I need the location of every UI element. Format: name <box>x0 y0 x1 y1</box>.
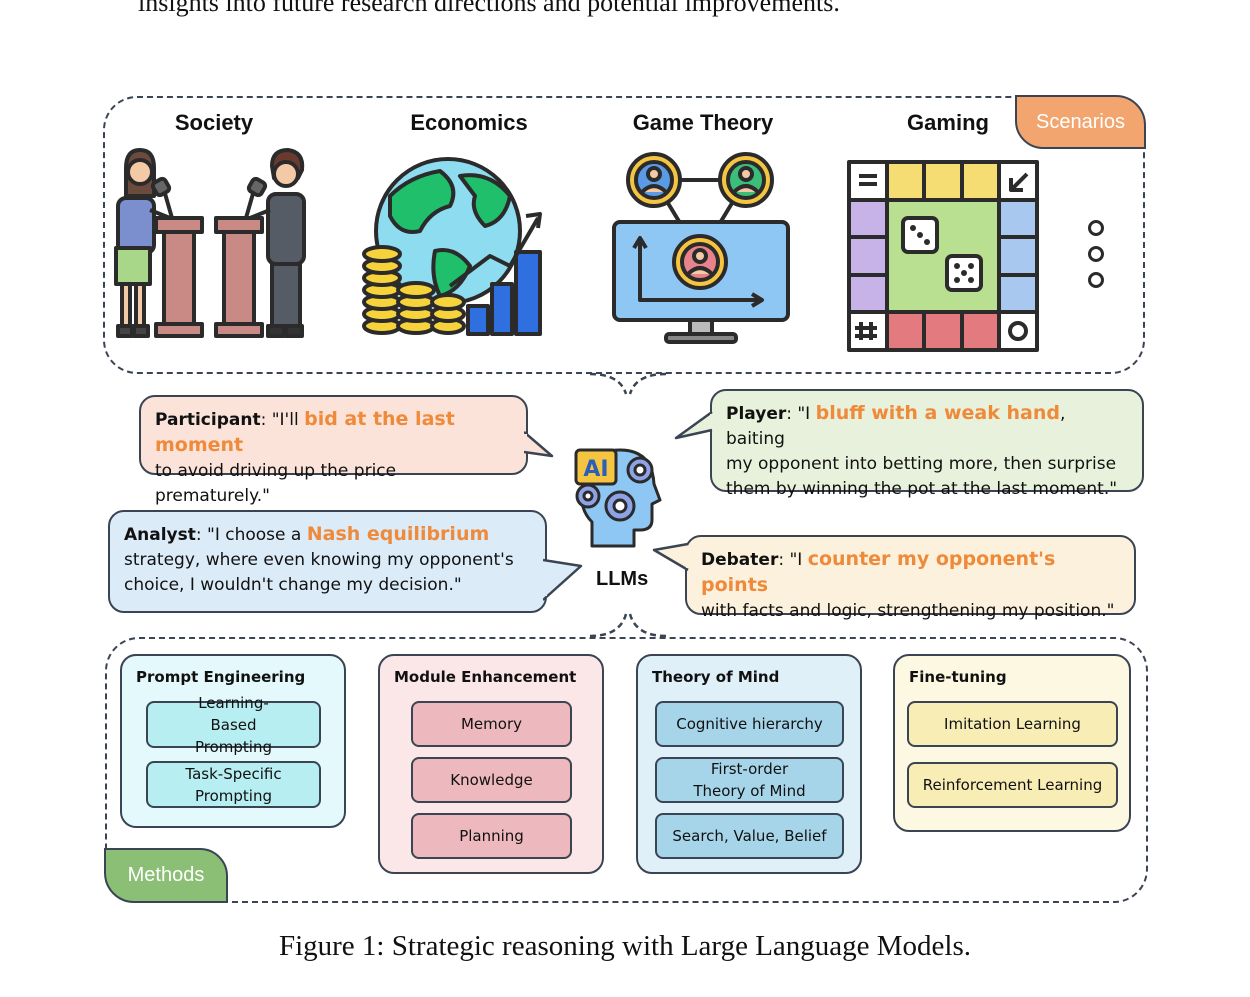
debater-bubble: Debater: "I counter my opponent's points… <box>685 535 1136 621</box>
method-title: Fine-tuning <box>909 668 1007 686</box>
method-item: Planning <box>411 813 572 859</box>
method-item: Search, Value, Belief <box>655 813 844 859</box>
method-module-enhancement: Module Enhancement Memory Knowledge Plan… <box>378 654 604 874</box>
methods-connector <box>590 613 667 638</box>
method-prompt-engineering: Prompt Engineering Learning-Based Prompt… <box>120 654 346 828</box>
player-bubble: Player: "I bluff with a weak hand, baiti… <box>710 389 1144 499</box>
globe-finance-icon <box>362 157 542 336</box>
participant-bubble: Participant: "I'll bid at the last momen… <box>139 395 528 506</box>
board-game-icon <box>847 160 1039 352</box>
figure-caption: Figure 1: Strategic reasoning with Large… <box>278 930 972 962</box>
method-title: Theory of Mind <box>652 668 780 686</box>
method-item: Reinforcement Learning <box>907 762 1118 808</box>
debater-speaker: Debater <box>701 550 779 570</box>
player-post-2: my opponent into betting more, then surp… <box>726 454 1117 474</box>
analyst-speaker: Analyst <box>124 525 196 545</box>
player-bubble-tail <box>674 410 714 440</box>
scenarios-frame <box>103 96 1145 374</box>
player-speaker: Player <box>726 404 787 424</box>
scenario-title-gaming: Gaming <box>907 110 989 135</box>
method-item: Knowledge <box>411 757 572 803</box>
analyst-post-2: choice, I wouldn't change my decision." <box>124 575 462 595</box>
network-monitor-icon <box>612 152 790 344</box>
debate-icon <box>114 148 306 338</box>
debater-pre: : "I <box>778 550 808 570</box>
player-pre: : "I <box>786 404 816 424</box>
method-title: Module Enhancement <box>394 668 577 686</box>
player-post-1: , baiting <box>726 404 1066 449</box>
method-item: Memory <box>411 701 572 747</box>
ai-icon-text: AI <box>583 457 608 482</box>
player-post-3: them by winning the pot at the last mome… <box>726 479 1118 499</box>
analyst-bubble-tail <box>543 558 583 601</box>
analyst-bubble: Analyst: "I choose a Nash equilibrium st… <box>108 510 547 613</box>
analyst-pre: : "I choose a <box>195 525 307 545</box>
scenario-title-economics: Economics <box>410 110 528 135</box>
method-title: Prompt Engineering <box>136 668 306 686</box>
method-theory-of-mind: Theory of Mind Cognitive hierarchy First… <box>636 654 862 874</box>
method-fine-tuning: Fine-tuning Imitation Learning Reinforce… <box>893 654 1131 832</box>
scenarios-tag: Scenarios <box>1015 95 1146 149</box>
method-item: Task-Specific Prompting <box>146 761 321 808</box>
method-item: First-order Theory of Mind <box>655 757 844 803</box>
ai-head-icon: AI <box>574 448 662 548</box>
debater-bubble-tail <box>652 542 690 572</box>
analyst-post-1: strategy, where even knowing my opponent… <box>124 550 514 570</box>
methods-tag: Methods <box>104 848 228 903</box>
intro-text: insights into future research directions… <box>138 0 840 17</box>
llms-label: LLMs <box>596 568 649 590</box>
scenarios-connector <box>590 372 667 395</box>
more-dots-icon <box>1088 220 1104 288</box>
analyst-highlight: Nash equilibrium <box>306 523 490 545</box>
method-item: Learning-Based Prompting <box>146 694 321 756</box>
methods-frame <box>105 637 1148 903</box>
method-item: Imitation Learning <box>907 701 1118 747</box>
method-item: Cognitive hierarchy <box>655 701 844 747</box>
debater-post: with facts and logic, strengthening my p… <box>701 601 1115 621</box>
participant-highlight: bid at the last moment <box>155 408 455 456</box>
participant-pre: : "I'll <box>260 410 305 430</box>
participant-post: to avoid driving up the price prematurel… <box>155 461 397 506</box>
player-highlight: bluff with a weak hand <box>815 402 1060 424</box>
participant-bubble-tail <box>524 431 554 458</box>
scenario-title-game-theory: Game Theory <box>632 110 774 135</box>
debater-highlight: counter my opponent's points <box>701 548 1056 596</box>
participant-speaker: Participant <box>155 410 261 430</box>
scenario-title-society: Society <box>174 110 254 135</box>
